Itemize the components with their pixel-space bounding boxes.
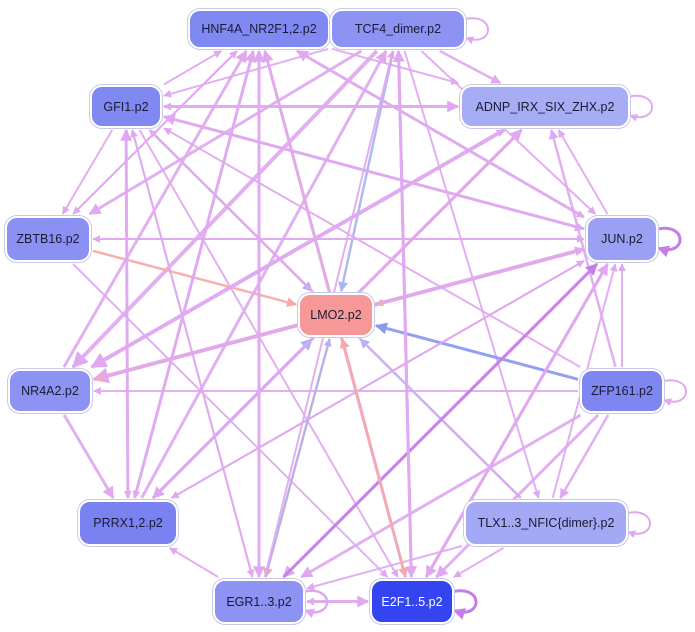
node-tlx[interactable]: TLX1..3_NFIC{dimer}.p2 bbox=[464, 500, 628, 546]
edge-gfi1-to-hnf4a bbox=[163, 50, 222, 86]
edge-jun-to-adnp bbox=[557, 129, 609, 215]
node-egr[interactable]: EGR1..3.p2 bbox=[213, 579, 305, 624]
node-gfi1[interactable]: GFI1.p2 bbox=[90, 85, 162, 128]
edge-egr-to-gfi1 bbox=[130, 129, 254, 578]
edge-prrx-to-tcf4 bbox=[140, 49, 388, 499]
node-label: HNF4A_NR2F1,2.p2 bbox=[201, 22, 317, 36]
edge-zbtb16-to-hnf4a bbox=[72, 50, 238, 215]
edge-gfi1-to-e2f1 bbox=[138, 129, 399, 578]
self-loop-adnp bbox=[625, 94, 653, 122]
edge-zfp161-to-tlx bbox=[559, 414, 610, 499]
self-loop-egr bbox=[300, 589, 329, 619]
node-label: EGR1..3.p2 bbox=[226, 594, 292, 609]
node-label: PRRX1,2.p2 bbox=[93, 516, 163, 530]
edge-tcf4-to-jun bbox=[420, 50, 597, 215]
node-jun[interactable]: JUN.p2 bbox=[586, 216, 658, 262]
node-hnf4a[interactable]: HNF4A_NR2F1,2.p2 bbox=[188, 9, 330, 49]
self-loop-e2f1 bbox=[449, 589, 478, 620]
edge-zfp161-to-gfi1 bbox=[163, 127, 581, 368]
node-label: ZBTB16.p2 bbox=[16, 232, 80, 246]
edge-prrx-to-jun bbox=[170, 259, 585, 499]
self-loop-tlx bbox=[623, 511, 651, 539]
edge-prrx-to-hnf4a bbox=[133, 49, 257, 499]
self-loop-zfp161 bbox=[659, 379, 687, 407]
node-prrx[interactable]: PRRX1,2.p2 bbox=[78, 500, 178, 546]
edge-zfp161-to-egr bbox=[300, 413, 582, 579]
self-loop-jun bbox=[653, 226, 682, 258]
edge-nr4a2-to-hnf4a bbox=[62, 49, 248, 368]
node-zbtb16[interactable]: ZBTB16.p2 bbox=[5, 216, 91, 262]
node-label: LMO2.p2 bbox=[310, 308, 362, 322]
node-label: TCF4_dimer.p2 bbox=[354, 22, 442, 36]
edge-zfp161-to-adnp bbox=[548, 129, 617, 368]
edge-e2f1-to-lmo2 bbox=[339, 338, 407, 578]
node-zfp161[interactable]: ZFP161.p2 bbox=[580, 369, 664, 413]
edge-nr4a2-to-adnp bbox=[91, 129, 505, 368]
node-label: TLX1..3_NFIC{dimer}.p2 bbox=[477, 516, 615, 530]
node-nr4a2[interactable]: NR4A2.p2 bbox=[8, 369, 92, 413]
node-label: JUN.p2 bbox=[601, 232, 643, 246]
edge-egr-to-jun bbox=[282, 262, 599, 579]
edge-jun-to-gfi1 bbox=[162, 113, 585, 231]
edge-prrx-to-gfi1 bbox=[120, 128, 133, 499]
edge-tcf4-to-adnp bbox=[439, 49, 502, 85]
edge-e2f1-to-jun bbox=[424, 262, 609, 578]
node-e2f1[interactable]: E2F1..5.p2 bbox=[370, 579, 454, 624]
edge-gfi1-to-zbtb16 bbox=[61, 129, 114, 215]
node-label: ADNP_IRX_SIX_ZHX.p2 bbox=[475, 99, 615, 114]
node-label: GFI1.p2 bbox=[103, 99, 149, 114]
node-adnp[interactable]: ADNP_IRX_SIX_ZHX.p2 bbox=[460, 85, 630, 128]
node-label: ZFP161.p2 bbox=[591, 384, 653, 398]
edge-jun-to-hnf4a bbox=[295, 49, 585, 219]
edge-tlx-to-egr bbox=[306, 545, 463, 591]
edge-nr4a2-to-prrx bbox=[62, 414, 115, 500]
edge-e2f1-to-tcf4 bbox=[392, 49, 413, 578]
node-label: NR4A2.p2 bbox=[21, 384, 79, 398]
node-tcf4[interactable]: TCF4_dimer.p2 bbox=[330, 9, 466, 49]
edge-egr-to-prrx bbox=[169, 547, 219, 578]
edge-egr-to-lmo2 bbox=[264, 338, 332, 578]
self-loop-tcf4 bbox=[461, 17, 489, 45]
edge-tlx-to-e2f1 bbox=[453, 547, 504, 578]
node-lmo2[interactable]: LMO2.p2 bbox=[298, 293, 374, 337]
node-label: E2F1..5.p2 bbox=[381, 594, 443, 609]
